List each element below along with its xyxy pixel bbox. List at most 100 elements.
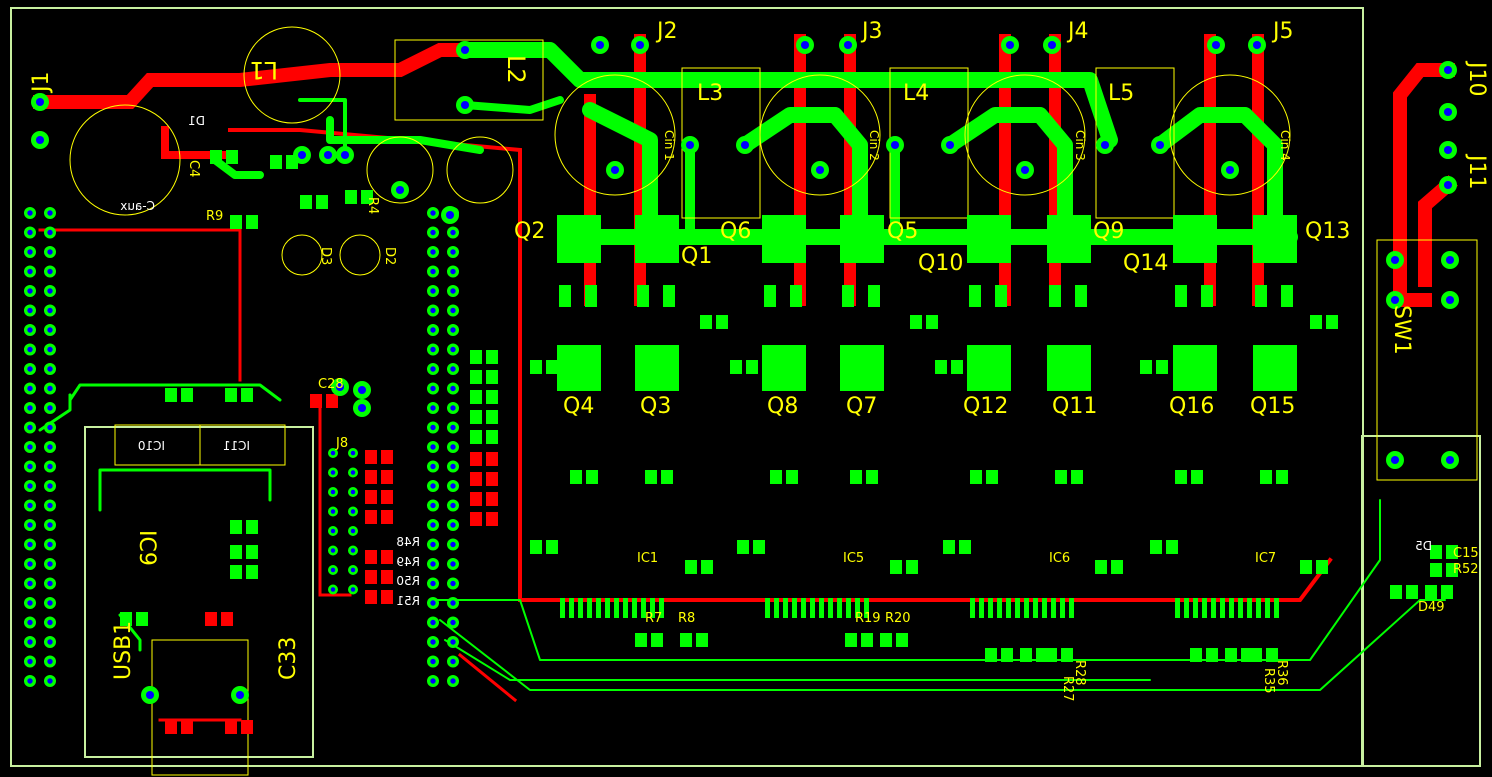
drill-hole	[47, 268, 53, 275]
label-r50: R50	[396, 574, 420, 588]
drill-hole	[47, 483, 53, 489]
smd-pad	[685, 560, 697, 574]
drill-hole	[445, 210, 455, 220]
ic-pin	[979, 598, 984, 618]
smd-pad	[970, 470, 982, 484]
drill-hole	[145, 690, 155, 700]
label-r48: R48	[396, 535, 420, 549]
smd-pad	[935, 360, 947, 374]
label-j5: J5	[1271, 19, 1294, 44]
smd-pad	[210, 150, 222, 164]
smd-pad	[381, 570, 393, 584]
mosfet-source-pad	[868, 285, 880, 307]
drill-hole	[335, 382, 345, 392]
smd-pad	[381, 550, 393, 564]
drill-hole	[945, 140, 955, 150]
smd-pad	[230, 215, 242, 229]
drill-hole	[430, 327, 436, 333]
mosfet-drain-pad-lower	[557, 345, 601, 391]
drill-hole	[430, 639, 436, 645]
smd-pad	[225, 388, 237, 402]
smd-pad	[1266, 648, 1278, 662]
ic-pin	[855, 598, 860, 618]
drill-hole	[27, 541, 33, 548]
smd-pad	[1425, 585, 1437, 599]
smd-pad	[753, 540, 765, 554]
drill-hole	[450, 385, 456, 392]
drill-hole	[1443, 180, 1453, 190]
drill-hole	[1445, 255, 1455, 265]
drill-hole	[47, 327, 53, 333]
label-j10: J10	[1464, 60, 1489, 96]
drill-hole	[450, 600, 456, 606]
ic-pin	[641, 598, 646, 618]
smd-pad	[730, 360, 742, 374]
label-l4: L4	[903, 81, 929, 106]
ic-pin	[578, 598, 583, 618]
drill-hole	[450, 405, 456, 411]
drill-hole	[330, 509, 336, 514]
smd-pad	[1206, 648, 1218, 662]
smd-pad	[470, 452, 482, 466]
ic-pin	[1184, 598, 1189, 618]
drill-hole	[450, 522, 456, 528]
drill-hole	[430, 580, 436, 587]
drill-hole	[450, 288, 456, 294]
header-pins-j8	[328, 448, 358, 595]
smd-pad	[365, 570, 377, 584]
ic-pin	[560, 598, 565, 618]
drill-hole	[450, 619, 456, 626]
label-ic5: IC5	[843, 551, 864, 566]
label-l1: L1	[249, 56, 278, 84]
smd-pad	[365, 490, 377, 504]
drill-hole	[1225, 165, 1235, 175]
label-r8: R8	[678, 611, 695, 626]
mosfet-source-pad	[790, 285, 802, 307]
ic-pin	[810, 598, 815, 618]
mosfet-gate-pad	[1175, 285, 1187, 307]
top-copper-traces	[38, 42, 1446, 691]
drill-hole	[350, 587, 356, 592]
drill-hole	[450, 249, 456, 255]
drill-hole	[843, 40, 853, 50]
drill-hole	[357, 385, 367, 395]
drill-hole	[430, 619, 436, 626]
mosfet-gate-pad	[1049, 285, 1061, 307]
smd-pad	[986, 470, 998, 484]
drill-hole	[450, 424, 456, 431]
ic-pin	[783, 598, 788, 618]
label-c33: C33	[276, 637, 301, 680]
smd-pad	[246, 545, 258, 559]
drill-hole	[685, 140, 695, 150]
drill-hole	[47, 600, 53, 606]
smd-pad	[470, 512, 482, 526]
smd-pad	[861, 633, 873, 647]
ic-pin	[997, 598, 1002, 618]
smd-pad	[906, 560, 918, 574]
ic-pin	[1051, 598, 1056, 618]
label-r52: R52	[1453, 562, 1479, 577]
drill-hole	[350, 489, 356, 495]
mosfet-drain-pad	[840, 215, 884, 263]
smd-pad	[635, 633, 647, 647]
label-r9: R9	[206, 209, 223, 224]
drill-hole	[1020, 165, 1030, 175]
drill-hole	[1047, 40, 1057, 50]
drill-hole	[450, 639, 456, 645]
smd-pad	[181, 388, 193, 402]
drill-hole	[430, 483, 436, 489]
smd-pad	[570, 470, 582, 484]
ic-pin	[837, 598, 842, 618]
smd-pad	[866, 470, 878, 484]
smd-pad	[943, 540, 955, 554]
smd-pad	[165, 720, 177, 734]
drill-hole	[460, 100, 470, 110]
drill-hole	[47, 385, 53, 392]
board-outline	[10, 7, 1364, 767]
drill-hole	[27, 268, 33, 275]
drill-hole	[595, 40, 605, 50]
mosfet-drain-pad-lower	[635, 345, 679, 391]
drill-hole	[430, 288, 436, 294]
label-ic7: IC7	[1255, 551, 1276, 566]
ic-pin	[1265, 598, 1270, 618]
